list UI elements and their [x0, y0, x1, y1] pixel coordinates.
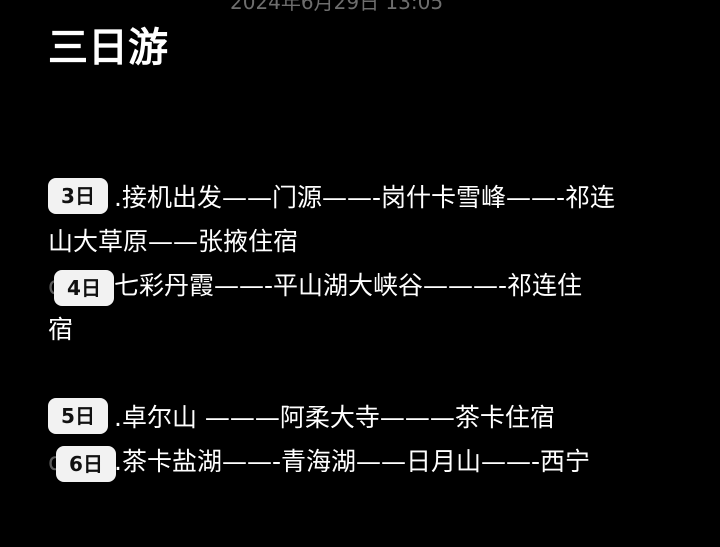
itinerary-day-3: d3.卓尔山 ———阿柔大寺———茶卡住宿 5日: [48, 396, 688, 440]
note-body[interactable]: d1.接机出发——门源——-岗什卡雪峰——-祁连 3日 山大草原——张掖住宿 d…: [48, 176, 688, 484]
date-badge[interactable]: 5日: [48, 398, 108, 434]
itinerary-text: .卓尔山 ———阿柔大寺———茶卡住宿: [114, 403, 555, 432]
itinerary-text: 山大草原——张掖住宿: [48, 227, 299, 256]
itinerary-text: .接机出发——门源——-岗什卡雪峰——-祁连: [114, 183, 615, 212]
date-badge[interactable]: 4日: [54, 270, 114, 306]
itinerary-text: .茶卡盐湖——-青海湖——日月山——-西宁: [114, 447, 590, 476]
itinerary-day-1: d1.接机出发——门源——-岗什卡雪峰——-祁连 3日: [48, 176, 688, 220]
date-badge[interactable]: 6日: [56, 446, 116, 482]
itinerary-day-2: d2七彩丹霞——-平山湖大峡谷———-祁连住 4日: [48, 264, 688, 308]
itinerary-day-4: d4.茶卡盐湖——-青海湖——日月山——-西宁 6日: [48, 440, 688, 484]
itinerary-day-2-cont: 宿: [48, 308, 688, 352]
note-title: 三日游: [48, 25, 168, 71]
itinerary-day-1-cont: 山大草原——张掖住宿: [48, 220, 688, 264]
blank-line: [48, 352, 688, 396]
status-timestamp: 2024年6月29日 13:05: [230, 0, 444, 14]
date-badge[interactable]: 3日: [48, 178, 108, 214]
itinerary-text: 宿: [48, 315, 74, 344]
itinerary-text: 七彩丹霞——-平山湖大峡谷———-祁连住: [114, 271, 583, 300]
